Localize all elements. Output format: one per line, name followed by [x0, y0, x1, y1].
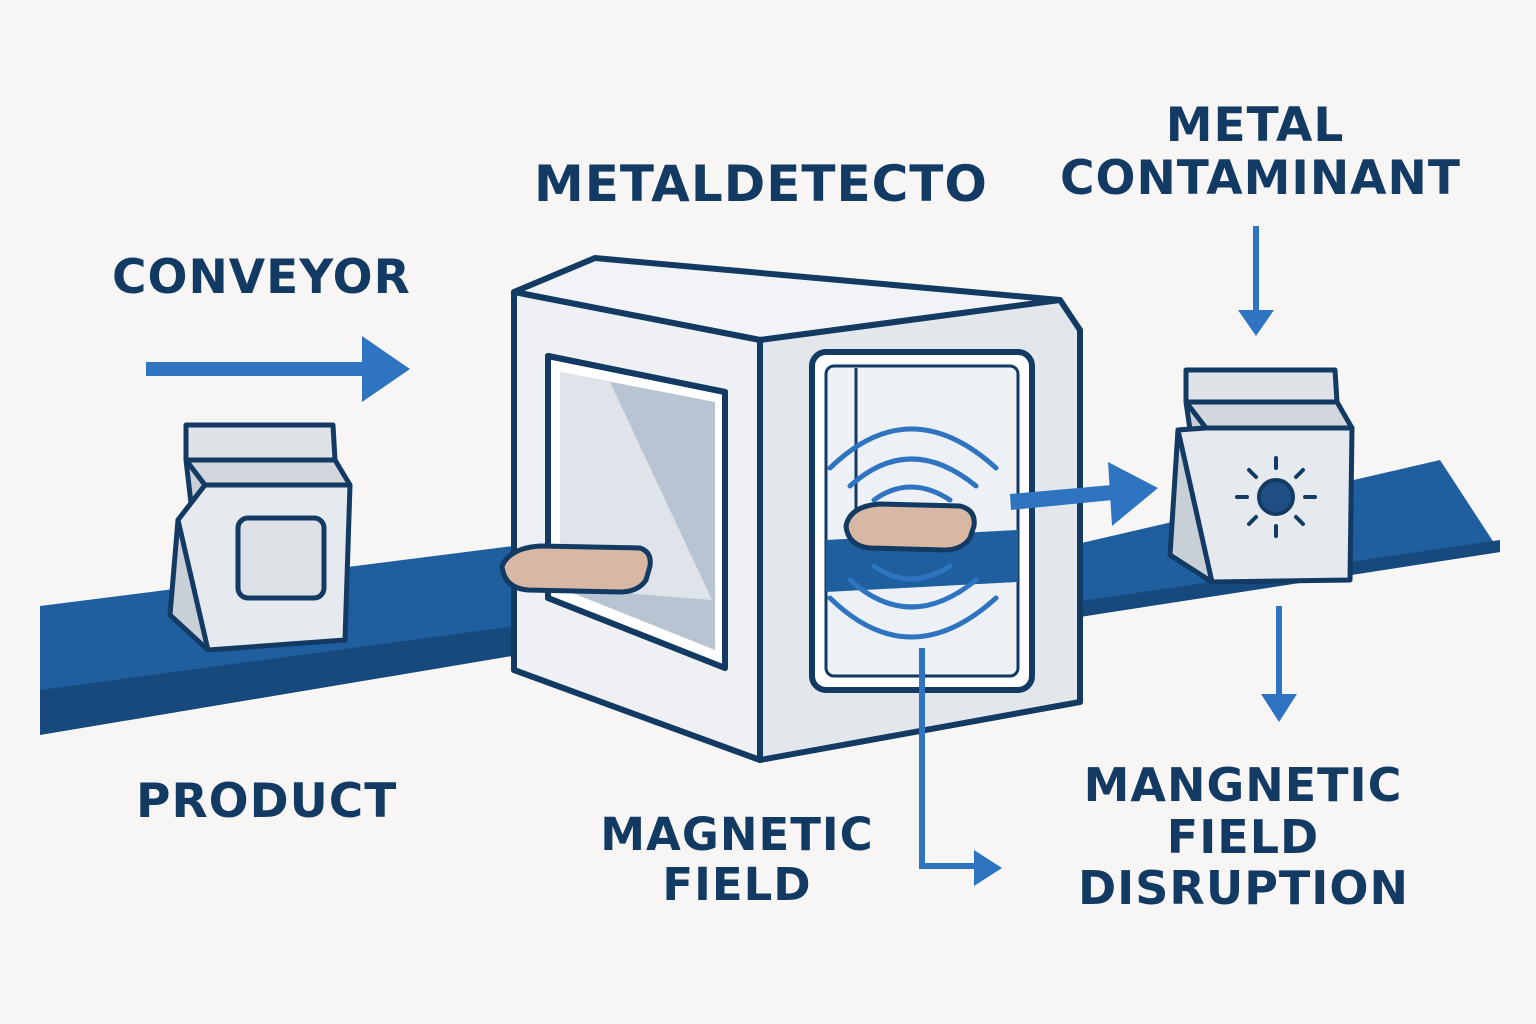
product-block-left — [499, 543, 653, 595]
field-disruption-line-2: FIELD — [1166, 809, 1320, 864]
product-label: PRODUCT — [136, 774, 398, 829]
product-block-inside — [843, 501, 977, 553]
field-disruption-label: MANGNETIC FIELD DISRUPTION — [1078, 758, 1410, 916]
disruption-arrow — [1261, 606, 1297, 722]
contaminated-product-bag — [1167, 367, 1355, 585]
magnetic-field-arrow — [919, 648, 1002, 886]
conveyor-label: CONVEYOR — [112, 250, 411, 305]
metal-detector-machine — [511, 255, 1083, 763]
product-bag — [167, 422, 353, 653]
field-disruption-line-3: DISRUPTION — [1078, 861, 1410, 916]
sun-burst-icon — [1235, 456, 1317, 538]
magnetic-wave-icon — [827, 426, 999, 640]
output-arrow — [1010, 462, 1158, 526]
contaminant-arrow — [1238, 226, 1274, 336]
metal-contaminant-label: METAL CONTAMINANT — [1060, 98, 1461, 206]
metal-detector-title: METALDETECTO — [534, 155, 988, 213]
field-disruption-line-1: MANGNETIC — [1083, 758, 1403, 812]
metal-contaminant-line-2: CONTAMINANT — [1060, 150, 1461, 206]
magnetic-field-line-2: FIELD — [662, 858, 812, 912]
magnetic-field-label: MAGNETIC FIELD — [592, 808, 882, 912]
metal-contaminant-line-1: METAL — [1165, 98, 1345, 153]
conveyor-arrow — [146, 336, 410, 402]
magnetic-field-line-1: MAGNETIC — [600, 808, 874, 861]
